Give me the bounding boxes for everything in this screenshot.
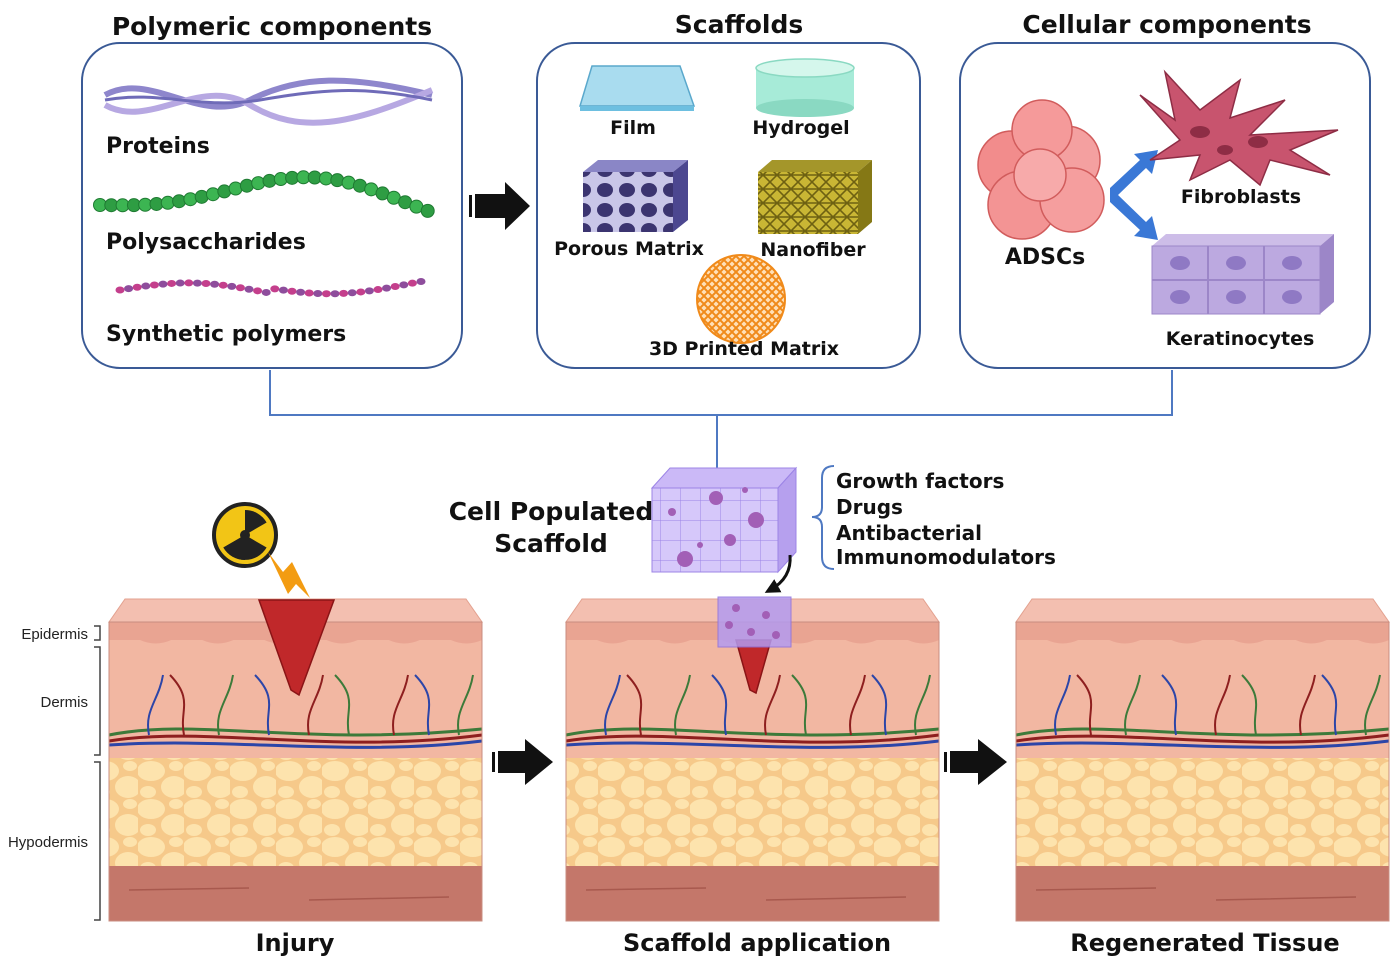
adsc-cells-icon (977, 99, 1105, 240)
hydrogel-label: Hydrogel (752, 117, 849, 139)
scaffolds-box (536, 42, 921, 369)
additives-brace (811, 465, 835, 570)
synthetic-polymer-icon (115, 278, 426, 298)
skin-injury (101, 598, 483, 922)
keratinocyte-icon (1151, 234, 1334, 315)
printed-matrix-icon (696, 254, 786, 344)
polymeric-title: Polymeric components (112, 12, 432, 41)
porous-matrix-label: Porous Matrix (554, 238, 704, 260)
cell-populated-scaffold-icon (650, 466, 798, 574)
polysaccharide-icon (93, 170, 435, 218)
applied-scaffold-icon (717, 596, 792, 648)
additive-drugs: Drugs (836, 495, 903, 519)
nanofiber-icon (758, 160, 872, 234)
additive-immunomodulators: Immunomodulators (836, 545, 1056, 569)
stage-label-injury: Injury (256, 929, 335, 957)
keratinocyte-label: Keratinocytes (1166, 328, 1315, 350)
synthetic-polymer-label: Synthetic polymers (106, 322, 346, 347)
film-icon (578, 65, 696, 111)
additive-growth-factors: Growth factors (836, 469, 1004, 493)
printed-matrix-label: 3D Printed Matrix (649, 338, 839, 360)
hydrogel-icon (755, 58, 855, 117)
polymeric-box (81, 42, 463, 369)
arrow-right-icon (469, 182, 530, 230)
combine-bracket (269, 370, 1173, 468)
fibroblast-icon (1139, 69, 1339, 187)
polysaccharide-label: Polysaccharides (106, 230, 306, 255)
center-title-line1: Cell Populated (449, 497, 654, 526)
apply-arrow-icon (764, 554, 792, 593)
layer-label-dermis: Dermis (41, 694, 89, 711)
stage-arrow-2-icon (944, 739, 1007, 785)
stage-label-regenerated-tissue: Regenerated Tissue (1070, 929, 1339, 957)
stage-label-scaffold-application: Scaffold application (623, 929, 891, 957)
cellular-title: Cellular components (1022, 10, 1311, 39)
protein-label: Proteins (106, 134, 210, 159)
layer-brackets (94, 625, 101, 921)
layer-label-hypodermis: Hypodermis (8, 834, 88, 851)
radiation-icon (212, 502, 278, 568)
stage-arrow-1-icon (492, 739, 553, 785)
additive-antibacterial: Antibacterial (836, 521, 982, 545)
center-title-line2: Scaffold (494, 529, 608, 558)
layer-label-epidermis: Epidermis (21, 626, 88, 643)
scaffolds-title: Scaffolds (675, 10, 803, 39)
lightning-icon (268, 552, 310, 598)
skin-scaffold-application (558, 596, 940, 922)
wound-icon (257, 599, 336, 697)
adsc-label: ADSCs (1005, 245, 1085, 270)
fibroblast-label: Fibroblasts (1181, 186, 1301, 208)
skin-regenerated (1008, 598, 1390, 922)
film-label: Film (610, 117, 656, 139)
protein-icon (103, 77, 434, 126)
porous-matrix-icon (583, 160, 688, 232)
nanofiber-label: Nanofiber (760, 239, 866, 261)
